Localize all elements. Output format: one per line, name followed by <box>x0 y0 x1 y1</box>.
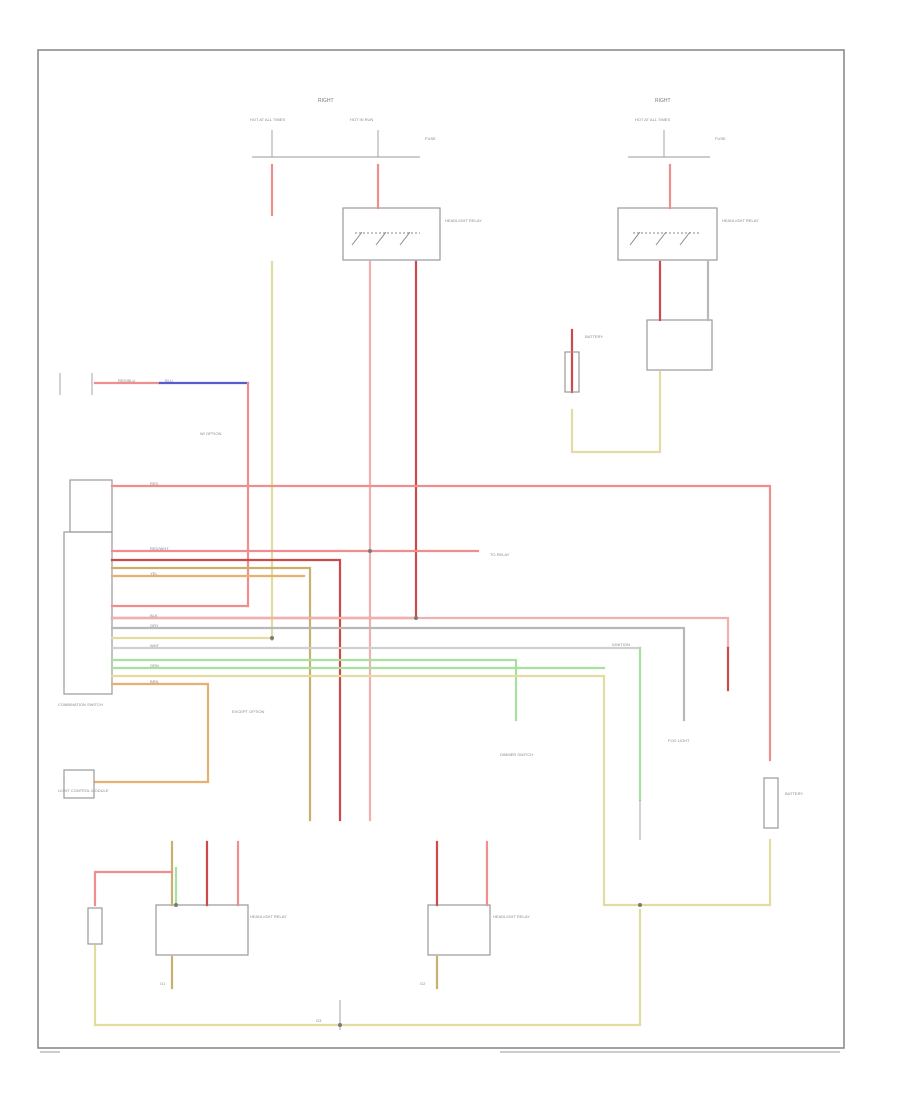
headlight-module-right <box>646 319 713 371</box>
wire-yel-bottom-loop <box>93 908 642 1027</box>
wire-tan-ch3 <box>110 566 312 822</box>
wire-tan-right-module <box>570 370 662 454</box>
lower-left-switch <box>87 907 103 945</box>
wire-code-4: RED/WHT <box>150 546 169 551</box>
relay-contacts-right <box>629 231 700 246</box>
relay-box-top-right <box>617 207 718 261</box>
ground-g1: G1 <box>160 981 166 986</box>
hot-at-all-times-right: HOT AT ALL TIMES <box>635 117 670 122</box>
relay-label-top-mid: HEADLIGHT RELAY <box>445 218 482 223</box>
wire-darkred-ch2 <box>110 558 342 822</box>
wire-code-1: RED/BLU <box>118 378 135 383</box>
wire-code-10: WHT <box>150 643 160 648</box>
wire-orange-ch14 <box>93 682 210 784</box>
relay-box-bottom-left <box>155 904 249 956</box>
hot-at-all-times-left: HOT AT ALL TIMES <box>250 117 285 122</box>
wire-code-3: RED <box>150 481 159 486</box>
relay-label-bottom-mid: HEADLIGHT RELAY <box>493 914 530 919</box>
battery-label-top: BATTERY <box>585 334 603 339</box>
fog-light-label: FOG LIGHT <box>668 738 690 743</box>
hot-in-run: HOT IN RUN <box>350 117 373 122</box>
diagram-frame <box>37 49 845 1049</box>
ground-g3: G3 <box>316 1018 322 1023</box>
wire-code-7: BRN <box>150 679 159 684</box>
relay-label-bottom-left: HEADLIGHT RELAY <box>250 914 287 919</box>
ground-g2: G2 <box>420 981 426 986</box>
wire-code-8: GRY <box>150 623 159 628</box>
header-left: RIGHT <box>318 98 334 104</box>
wire-pink-ch7 <box>110 616 730 650</box>
except-option-label: EXCEPT OPTION <box>232 709 264 714</box>
light-control-module-label: LIGHT CONTROL MODULE <box>58 788 109 793</box>
wire-red-bottom-left-feed <box>93 870 174 907</box>
relay-contacts-mid <box>351 231 420 246</box>
lower-left-module <box>63 769 95 799</box>
relay-box-bottom-mid <box>427 904 491 956</box>
battery-label-right: BATTERY <box>785 791 803 796</box>
wire-red-long-top <box>110 484 772 762</box>
relay-box-top-mid <box>342 207 441 261</box>
to-relay-label: TO RELAY <box>490 552 510 557</box>
wire-gray-ch8 <box>110 626 686 722</box>
fuse-label-left: FUSE <box>425 136 436 141</box>
combination-switch-box <box>63 531 113 695</box>
header-right: RIGHT <box>655 98 671 104</box>
with-option-label: W/ OPTION <box>200 431 221 436</box>
junction-dots <box>174 549 642 1027</box>
combination-switch-label: COMBINATION SWITCH <box>58 702 103 707</box>
relay-label-top-right: HEADLIGHT RELAY <box>722 218 759 223</box>
battery-top-symbol <box>564 351 580 393</box>
battery-right-symbol <box>763 777 779 829</box>
wire-code-2: BLU <box>165 378 173 383</box>
wire-green-ch11 <box>110 658 518 722</box>
wire-yel-ch13 <box>110 674 772 907</box>
wire-code-5: YEL <box>150 571 158 576</box>
wire-code-6: GRN <box>150 663 159 668</box>
wire-code-9: BLK <box>150 613 158 618</box>
dimmer-label: DIMMER SWITCH <box>500 752 533 757</box>
ignition-label: IGNITION <box>612 642 630 647</box>
fuse-label-right: FUSE <box>715 136 726 141</box>
light-control-top-box <box>69 479 113 533</box>
